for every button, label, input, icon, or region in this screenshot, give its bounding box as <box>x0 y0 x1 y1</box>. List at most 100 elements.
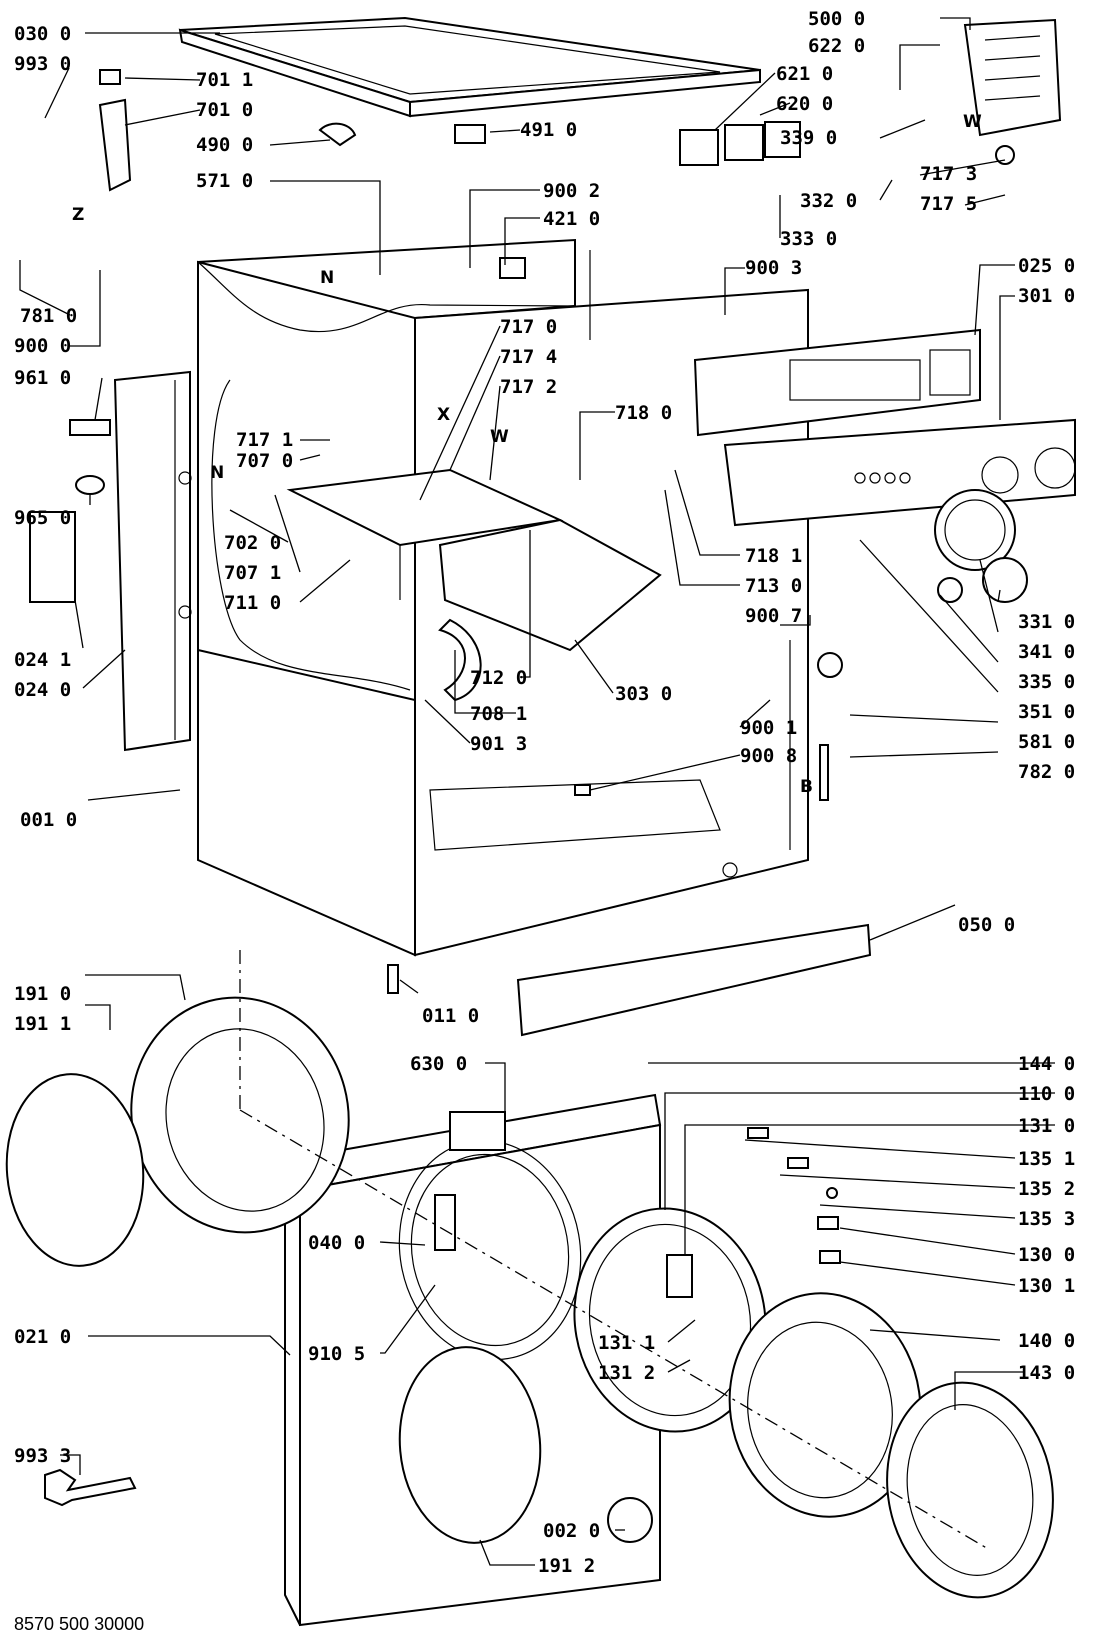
part-callout: 335 0 <box>1018 671 1075 693</box>
part-callout: 620 0 <box>776 93 833 115</box>
part-callout: 024 0 <box>14 679 71 701</box>
part-callout: 110 0 <box>1018 1083 1075 1105</box>
part-callout: 717 0 <box>500 316 557 338</box>
part-callout: 143 0 <box>1018 1362 1075 1384</box>
part-callout: 040 0 <box>308 1232 365 1254</box>
part-callout: 718 0 <box>615 402 672 424</box>
part-callout: 135 3 <box>1018 1208 1075 1230</box>
axis-lines <box>239 950 991 1551</box>
part-callout: 713 0 <box>745 575 802 597</box>
part-callout: 993 3 <box>14 1445 71 1467</box>
part-callout: 571 0 <box>196 170 253 192</box>
part-callout: 630 0 <box>410 1053 467 1075</box>
part-callout: 702 0 <box>224 532 281 554</box>
part-callout: 191 2 <box>538 1555 595 1577</box>
leader-lines <box>19 17 1055 1566</box>
part-callout: 191 1 <box>14 1013 71 1035</box>
part-callout: 717 1 <box>236 429 293 451</box>
part-callout: 332 0 <box>800 190 857 212</box>
part-callout: 717 4 <box>500 346 557 368</box>
part-callout: 341 0 <box>1018 641 1075 663</box>
spanner-tool <box>44 1468 137 1507</box>
part-callout: 421 0 <box>543 208 600 230</box>
part-callout: 701 0 <box>196 99 253 121</box>
callout-labels: 030 0 993 0 701 1 701 0 490 0 491 0 571 … <box>14 8 1075 1577</box>
part-callout: 900 0 <box>14 335 71 357</box>
part-callout: 024 1 <box>14 649 71 671</box>
part-callout: 781 0 <box>20 305 77 327</box>
plinth <box>516 923 872 1037</box>
part-callout: 900 1 <box>740 717 797 739</box>
letter-markers: N N Z X W W B <box>72 112 982 797</box>
part-callout: 965 0 <box>14 507 71 529</box>
part-callout: 622 0 <box>808 35 865 57</box>
part-callout: 491 0 <box>520 119 577 141</box>
bellows-hose <box>438 618 482 702</box>
small-parts <box>29 69 1028 1543</box>
part-callout: 711 0 <box>224 592 281 614</box>
part-callout: 961 0 <box>14 367 71 389</box>
part-callout: 130 0 <box>1018 1244 1075 1266</box>
letter-marker: B <box>800 777 813 797</box>
letter-marker: W <box>490 427 509 447</box>
part-callout: 717 5 <box>920 193 977 215</box>
part-callout: 701 1 <box>196 69 253 91</box>
top-cover <box>178 16 761 118</box>
part-callout: 900 7 <box>745 605 802 627</box>
part-callout: 707 0 <box>236 450 293 472</box>
letter-marker: N <box>320 268 334 288</box>
part-callout: 712 0 <box>470 667 527 689</box>
part-callout: 140 0 <box>1018 1330 1075 1352</box>
electronic-module <box>963 18 1062 137</box>
rear-panel <box>113 370 192 752</box>
part-callout: 131 0 <box>1018 1115 1075 1137</box>
part-callout: 002 0 <box>543 1520 600 1542</box>
part-callout: 191 0 <box>14 983 71 1005</box>
control-panel <box>693 328 981 437</box>
part-callout: 131 2 <box>598 1362 655 1384</box>
part-callout: 717 2 <box>500 376 557 398</box>
part-callout: 144 0 <box>1018 1053 1075 1075</box>
part-callout: 050 0 <box>958 914 1015 936</box>
letter-marker: N <box>210 463 224 483</box>
part-callout: 030 0 <box>14 23 71 45</box>
door-glass <box>728 1292 922 1518</box>
part-callout: 001 0 <box>20 809 77 831</box>
part-callout: 331 0 <box>1018 611 1075 633</box>
part-callout: 135 2 <box>1018 1178 1075 1200</box>
part-callout: 021 0 <box>14 1326 71 1348</box>
part-callout: 900 3 <box>745 257 802 279</box>
part-callout: 351 0 <box>1018 701 1075 723</box>
part-callout: 708 1 <box>470 703 527 725</box>
door-frame <box>573 1207 767 1433</box>
part-callout: 025 0 <box>1018 255 1075 277</box>
letter-marker: W <box>963 112 982 132</box>
part-callout: 130 1 <box>1018 1275 1075 1297</box>
part-callout: 500 0 <box>808 8 865 30</box>
part-callout: 581 0 <box>1018 731 1075 753</box>
part-callout: 718 1 <box>745 545 802 567</box>
detergent-dispenser <box>286 468 662 652</box>
part-callout: 490 0 <box>196 134 253 156</box>
document-number: 8570 500 30000 <box>14 1614 144 1634</box>
part-callout: 011 0 <box>422 1005 479 1027</box>
part-callout: 707 1 <box>224 562 281 584</box>
part-callout: 303 0 <box>615 683 672 705</box>
part-callout: 900 8 <box>740 745 797 767</box>
part-callout: 333 0 <box>780 228 837 250</box>
switch-block <box>679 121 801 166</box>
part-callout: 900 2 <box>543 180 600 202</box>
part-callout: 717 3 <box>920 163 977 185</box>
part-callout: 782 0 <box>1018 761 1075 783</box>
letter-marker: X <box>437 405 450 425</box>
part-callout: 993 0 <box>14 53 71 75</box>
part-callout: 339 0 <box>780 127 837 149</box>
part-callout: 910 5 <box>308 1343 365 1365</box>
part-callout: 131 1 <box>598 1332 655 1354</box>
letter-marker: Z <box>72 205 84 225</box>
door-trim <box>886 1381 1054 1599</box>
door-seal <box>5 996 542 1544</box>
part-callout: 301 0 <box>1018 285 1075 307</box>
part-callout: 135 1 <box>1018 1148 1075 1170</box>
